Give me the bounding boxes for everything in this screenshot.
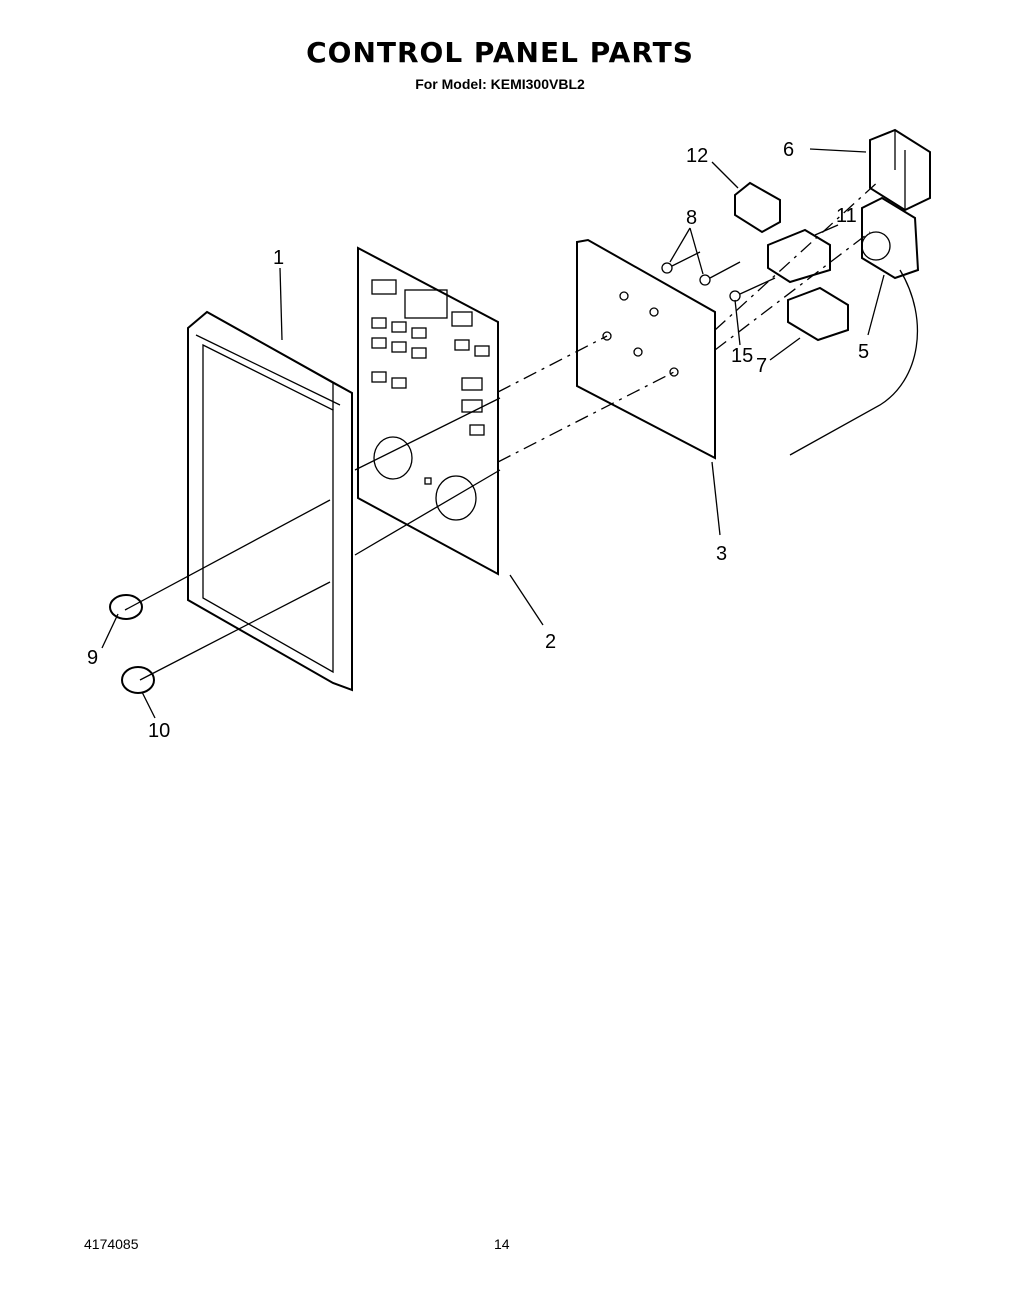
callout-15: 15 <box>731 345 753 367</box>
part-7 <box>787 286 849 342</box>
callout-7: 7 <box>756 355 767 377</box>
model-subtitle: For Model: KEMI300VBL2 <box>415 76 585 92</box>
page-number: 14 <box>494 1236 510 1252</box>
callout-12: 12 <box>686 145 708 167</box>
part-10-knob <box>121 666 155 694</box>
page-title: CONTROL PANEL PARTS <box>306 36 694 69</box>
callout-10: 10 <box>148 720 170 742</box>
callout-9: 9 <box>87 647 98 669</box>
part-2-overlay <box>357 246 499 576</box>
part-8-clips <box>661 251 776 302</box>
callout-2: 2 <box>545 631 556 653</box>
callout-1: 1 <box>273 247 284 269</box>
part-11 <box>767 228 831 284</box>
part-6 <box>869 128 931 212</box>
callout-11: 11 <box>836 205 857 227</box>
part-3-plate <box>576 238 716 460</box>
document-number: 4174085 <box>84 1236 139 1252</box>
callout-3: 3 <box>716 543 727 565</box>
part-9-knob <box>109 594 143 620</box>
callout-6: 6 <box>783 139 794 161</box>
wire-lead <box>789 269 919 456</box>
callout-5: 5 <box>858 341 869 363</box>
callout-8: 8 <box>686 207 697 229</box>
part-1-frame <box>187 310 353 692</box>
part-12 <box>734 181 781 234</box>
part-5-motor <box>861 196 920 280</box>
